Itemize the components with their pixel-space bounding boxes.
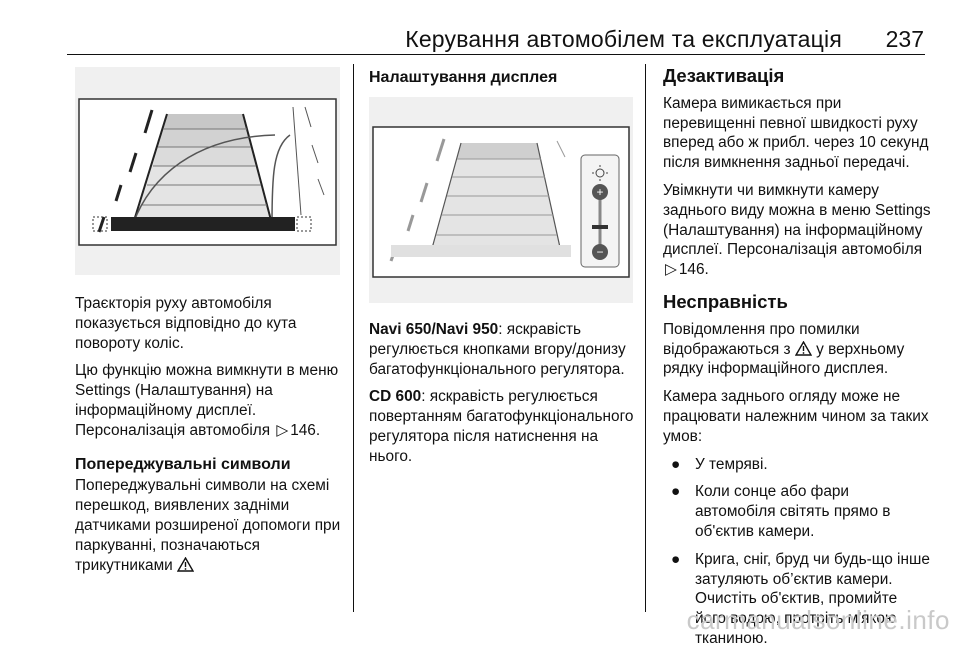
settings-paragraph: Цю функцію можна вимкнути в меню Setting… [75,361,347,440]
page-ref-icon: ▷ [276,421,289,439]
list-item: ● Коли сонце або фари автомобіля світять … [663,482,931,541]
deactivation-paragraph-1: Камера вимикається при перевищенні певно… [663,94,929,172]
display-settings-heading: Налаштування дисплея [369,69,558,86]
brightness-sun-icon [592,165,608,181]
list-item-text: Коли сонце або фари автомобіля світять п… [695,483,891,540]
warning-triangle-icon [794,340,812,356]
page-header: Керування автомобілем та експлуатація 23… [0,0,960,62]
header-title: Керування автомобілем та експлуатація [405,26,842,52]
fault-paragraph-1-start: Повідомлення про помилки відображаються … [663,320,860,358]
fault-paragraph-2: Камера заднього огляду може не працювати… [663,388,929,445]
list-item-text: Крига, сніг, бруд чи будь-що інше затуля… [695,550,930,647]
brightness-minus-icon [592,244,608,260]
list-item-text: У темряві. [695,455,768,473]
warning-symbols-text: Попереджувальні символи на схемі перешко… [75,477,341,574]
fault-paragraph-1: Повідомлення про помилки відображаються … [663,320,931,379]
trajectory-figure [75,67,340,275]
navi-text: : яскравість регулюється кнопками вгору/… [369,321,626,378]
warning-symbols-paragraph: Попереджувальні символи на схемі перешко… [75,476,347,575]
navi-label: Navi 650/Navi 950 [369,321,499,338]
deactivation-heading: Дезактивація [663,65,785,86]
settings-paragraph-text: Цю функцію можна вимкнути в меню Setting… [75,362,339,439]
column-divider-left [353,64,354,612]
deactivation-paragraph-2: Увімкнути чи вимкнути камеру заднього ви… [663,181,931,280]
cd-label: CD 600 [369,388,422,406]
deactivation-paragraph-2-text: Увімкнути чи вимкнути камеру заднього ви… [663,181,931,259]
middle-column-heading-block: Налаштування дисплея [369,68,639,90]
cd-text: : яскравість регулюється повертанням баг… [369,388,634,465]
watermark: carmanualsonline.info [686,605,950,635]
fault-paragraph-1-end: у верхньому рядку інформаційного дисплея… [663,340,905,378]
fault-conditions-list: ● У темряві. ● Коли сонце або фари автомоб… [663,455,931,649]
display-settings-figure: + − [369,97,633,303]
page-ref-number: 146. [290,421,321,439]
trajectory-illustration [78,98,337,246]
display-settings-illustration: + − [372,126,630,278]
bullet-icon: ● [671,455,681,473]
cd-paragraph: CD 600: яскравість регулюється повертанн… [369,387,639,466]
navi-paragraph: Navi 650/Navi 950: яскравість регулюєтьс… [369,320,639,379]
page-ref-number: 146. [678,261,709,279]
fault-heading: Несправність [663,290,788,312]
bullet-icon: ● [671,483,681,501]
list-item: ● У темряві. [663,455,931,475]
svg-text:+: + [596,185,603,199]
page-ref-icon: ▷ [665,261,677,279]
page-number: 237 [885,26,924,52]
header-rule [67,54,925,55]
svg-text:−: − [596,245,603,259]
middle-column-text: Navi 650/Navi 950: яскравість регулюєтьс… [369,320,639,475]
brightness-plus-icon [592,184,608,200]
figure-caption: Траєкторія руху автомобіля показується в… [75,295,297,352]
list-item: ● Крига, сніг, бруд чи будь-що інше затул… [663,550,931,649]
warning-symbols-heading: Попереджувальні символи [75,455,291,473]
left-column-text: Траєкторія руху автомобіля показується в… [75,294,347,583]
warning-triangle-icon [177,556,195,572]
right-column-text: Дезактивація Камера вимикається при пере… [663,66,931,657]
column-divider-right [645,64,646,612]
bullet-icon: ● [671,550,681,568]
